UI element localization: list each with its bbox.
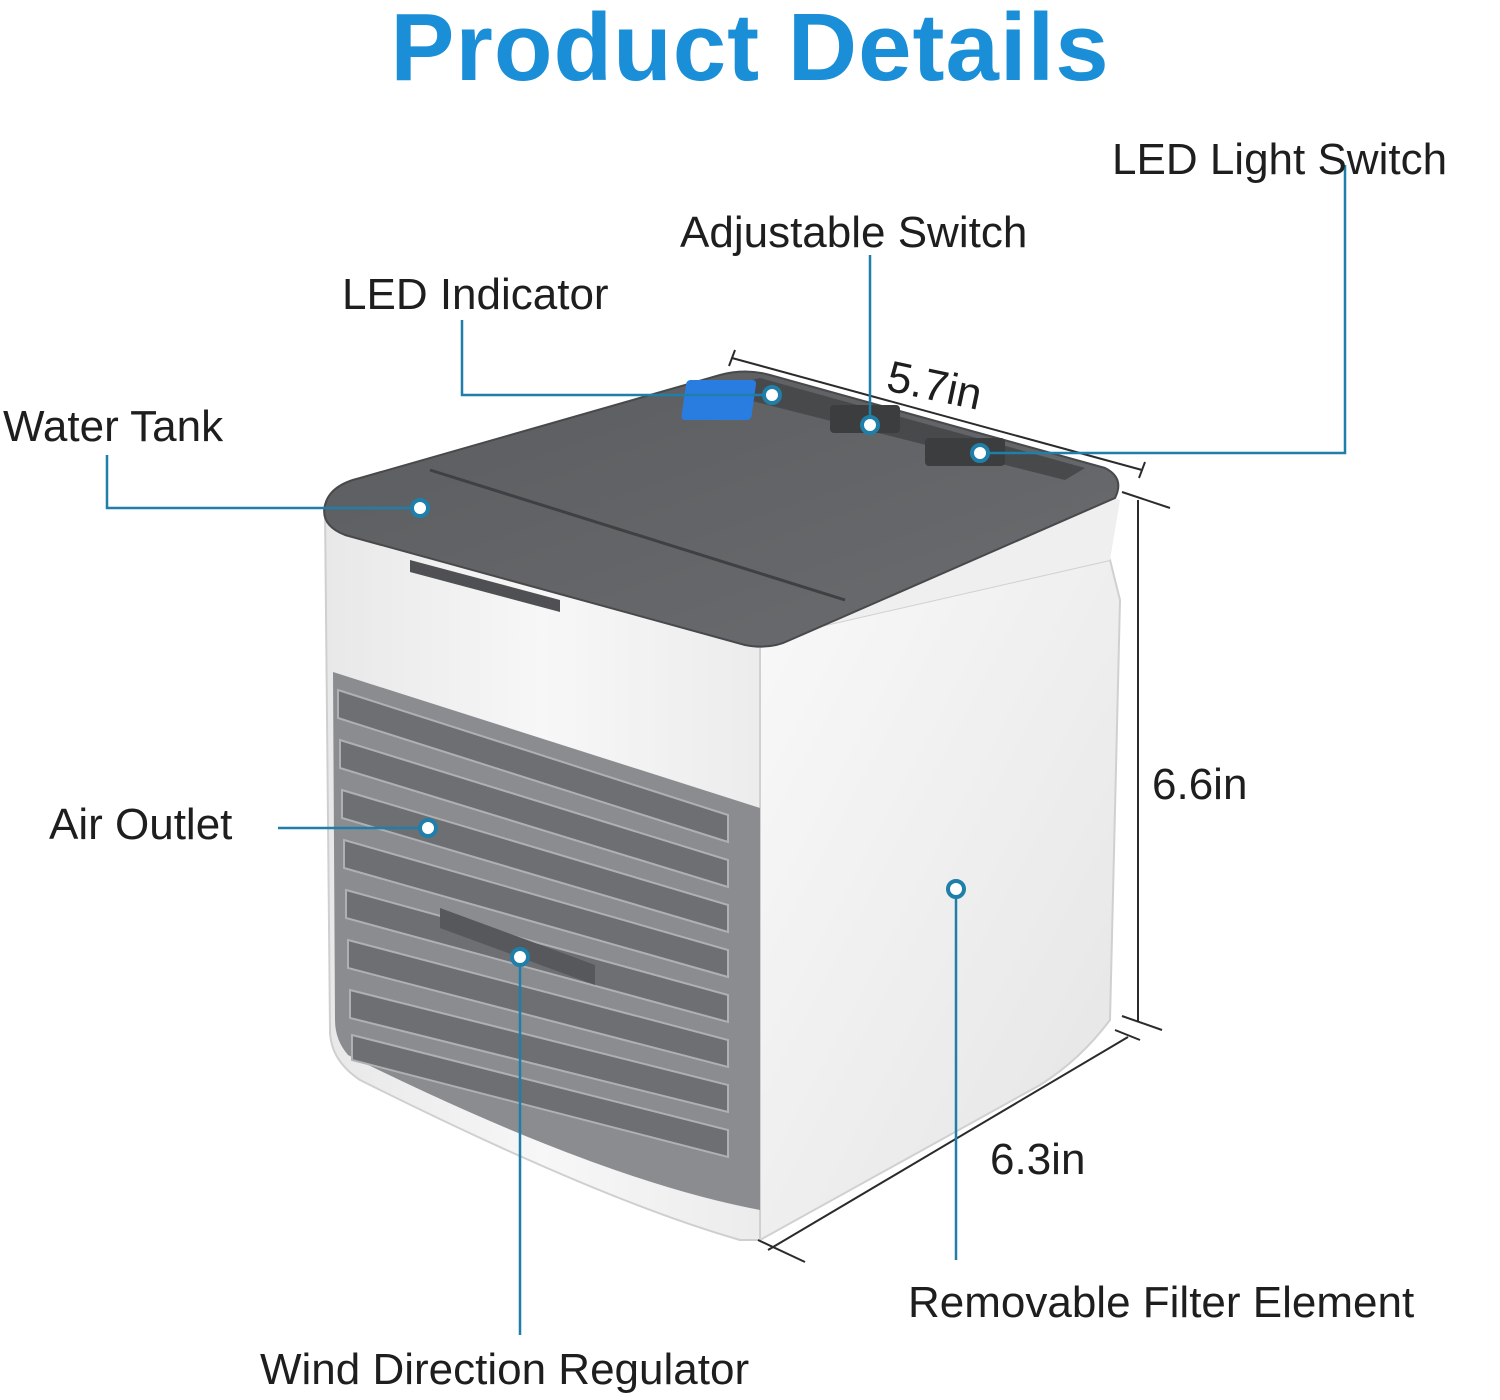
callout-led-indicator	[460, 320, 772, 397]
label-adjustable-switch: Adjustable Switch	[680, 208, 1028, 257]
dot-water-tank	[410, 498, 430, 518]
page-title: Product Details	[390, 0, 1110, 101]
label-water-tank: Water Tank	[3, 402, 224, 451]
callout-water-tank	[105, 455, 420, 510]
callout-led-light-switch	[980, 165, 1347, 455]
width-dim-line	[731, 357, 1143, 471]
dimension-height: 6.6in	[1152, 760, 1248, 809]
dot-wind-direction	[510, 947, 530, 967]
dot-adjustable-switch	[860, 415, 880, 435]
callout-dots	[410, 385, 990, 967]
led-display	[681, 380, 757, 420]
air-cooler-device	[323, 370, 1122, 1242]
dot-led-light-switch	[970, 443, 990, 463]
wind-regulator-tab	[440, 908, 595, 985]
dimension-lines	[728, 349, 1171, 1263]
dot-air-outlet	[418, 818, 438, 838]
dot-led-indicator	[762, 385, 782, 405]
label-wind-direction: Wind Direction Regulator	[260, 1345, 750, 1394]
dimension-depth: 6.3in	[990, 1135, 1086, 1184]
label-removable-filter: Removable Filter Element	[908, 1278, 1415, 1327]
label-air-outlet: Air Outlet	[49, 800, 233, 849]
device-side-body	[759, 558, 1122, 1242]
callout-lines	[105, 165, 1347, 1335]
label-led-light-switch: LED Light Switch	[1112, 135, 1448, 184]
depth-dim-line	[767, 1036, 1129, 1251]
dot-removable-filter	[946, 879, 966, 899]
label-led-indicator: LED Indicator	[342, 270, 609, 319]
